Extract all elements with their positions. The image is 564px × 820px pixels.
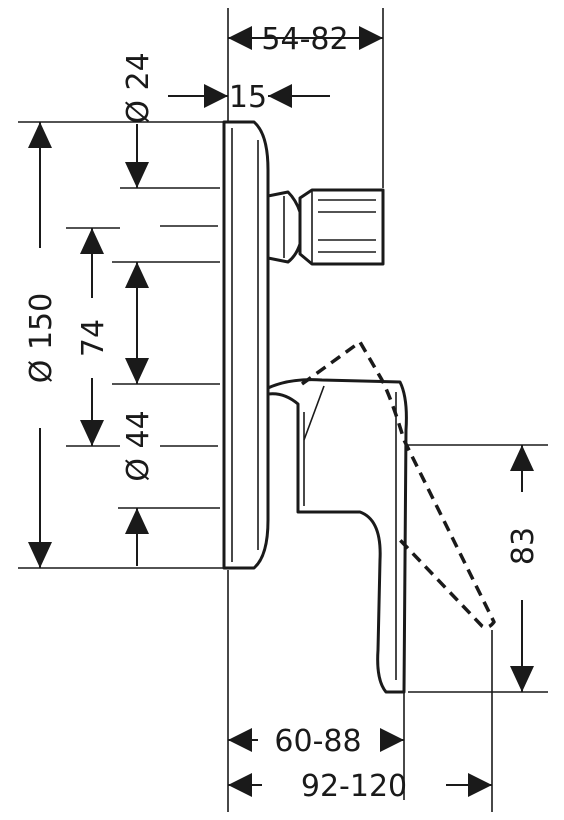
wall-plate (222, 120, 270, 570)
diverter-knob (266, 188, 385, 266)
dimension-lines (39, 37, 523, 786)
arrowheads (28, 26, 534, 797)
label-spacing: 74 (76, 319, 111, 357)
label-lower-diameter: Ø 44 (121, 410, 156, 481)
label-handle-depth: 60-88 (274, 724, 361, 759)
label-wall-plate-thickness: 15 (229, 80, 267, 115)
extension-lines (18, 8, 548, 812)
label-handle-drop: 83 (506, 527, 541, 565)
label-plate-diameter: Ø 150 (24, 293, 59, 383)
label-upper-diameter: Ø 24 (121, 52, 156, 123)
label-total-depth: 92-120 (301, 769, 407, 804)
label-mount-depth: 54-82 (261, 22, 348, 57)
mixer-handle (266, 378, 408, 694)
